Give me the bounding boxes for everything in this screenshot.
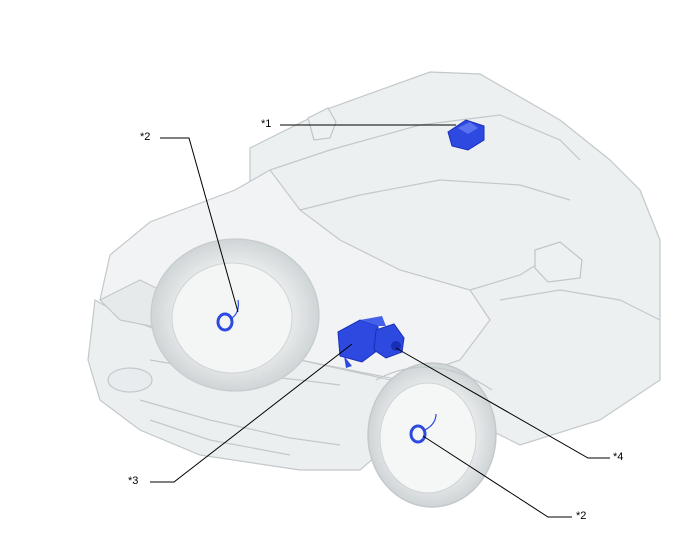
component-4-actuator (373, 323, 405, 359)
leader-line-4 (395, 347, 610, 459)
side-mirror-right (534, 241, 583, 283)
callout-1: *1 (261, 118, 272, 130)
callout-2-right: *2 (576, 510, 587, 522)
right-front-wheel (367, 362, 497, 508)
callout-3: *3 (128, 475, 139, 487)
callout-4: *4 (613, 451, 624, 463)
side-mirror-left (307, 107, 337, 141)
leader-lines (150, 124, 610, 518)
leader-line-2-right (422, 435, 572, 518)
component-1-sensor (447, 119, 485, 151)
leader-line-2-left (160, 137, 239, 313)
component-2-wheel-sensor-right (409, 413, 437, 444)
callout-2-left: *2 (140, 131, 151, 143)
leader-line-3 (150, 343, 353, 483)
